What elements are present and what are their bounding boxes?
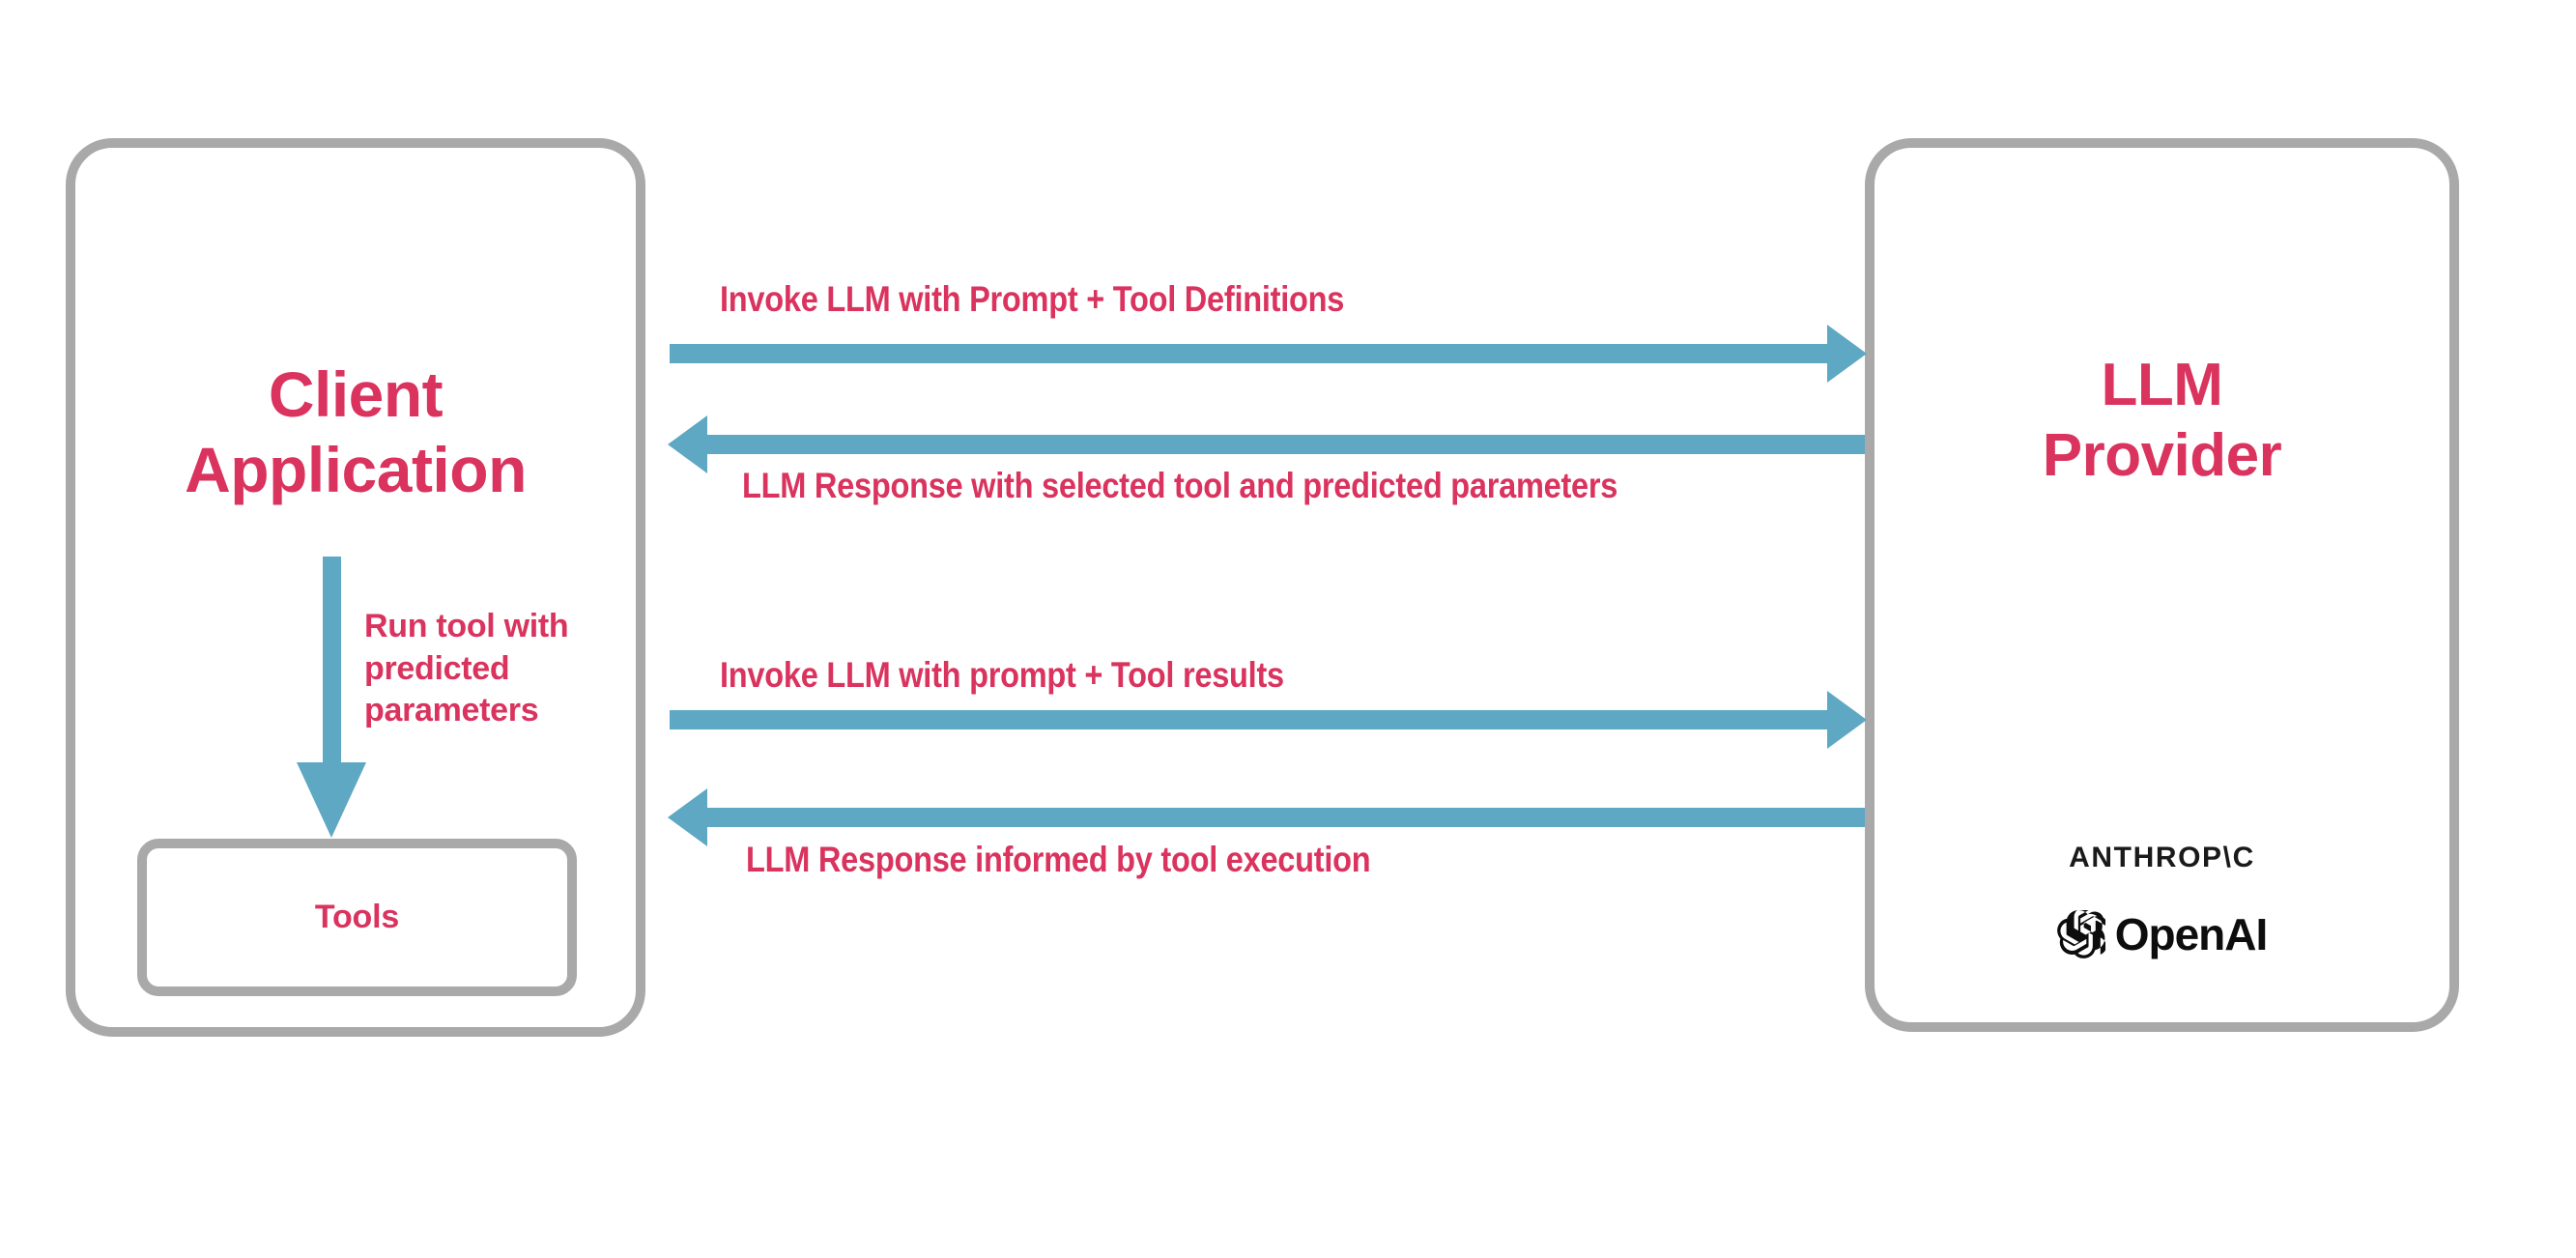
llm-provider-label: LLM Provider (2042, 352, 2282, 490)
flow-label-run-tool-with-predicted-parameters: Run tool with predicted parameters (364, 608, 569, 729)
tools-box: Tools (137, 839, 577, 996)
flow-arrow-3 (670, 691, 1867, 749)
openai-swirl-icon (2056, 910, 2105, 958)
tools-label: Tools (314, 899, 400, 935)
flow-arrow-1 (670, 325, 1867, 383)
client-application-label: Client Application (185, 358, 527, 505)
openai-wordmark: OpenAI (2114, 909, 2269, 959)
flow-label-invoke-llm-with-prompt-tool-results: Invoke LLM with prompt + Tool results (720, 655, 1284, 695)
llm-provider-box (1865, 138, 2459, 1032)
flow-arrow-2 (668, 415, 1865, 473)
anthropic-logo: ANTHROP\C (2069, 842, 2255, 873)
flow-label-llm-response-informed-by-tool-execution: LLM Response informed by tool execution (746, 840, 1371, 879)
flow-label-invoke-llm-with-prompt-tool-definitions: Invoke LLM with Prompt + Tool Definition… (720, 279, 1345, 319)
openai-logo: OpenAI (1875, 908, 2449, 960)
flow-label-llm-response-with-selected-tool: LLM Response with selected tool and pred… (742, 466, 1618, 505)
flow-arrow-4 (668, 788, 1865, 846)
